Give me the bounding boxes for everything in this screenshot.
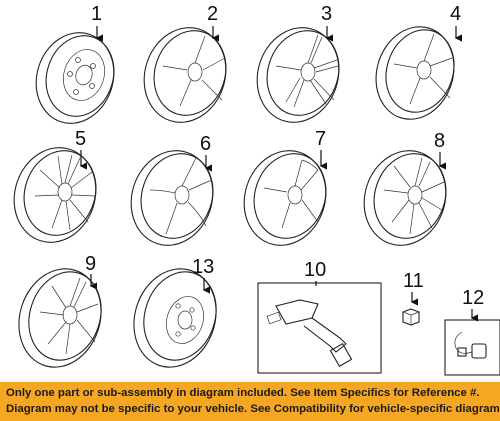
callout-8: 8: [434, 130, 445, 152]
callout-13: 13: [192, 256, 214, 278]
wheel-1[interactable]: [25, 23, 126, 134]
disclaimer-line-1: Only one part or sub-assembly in diagram…: [6, 387, 480, 399]
callout-10: 10: [304, 259, 326, 281]
tpms-sensor-box[interactable]: [257, 282, 382, 374]
wheel-4[interactable]: [364, 17, 465, 130]
wheel-6[interactable]: [119, 140, 225, 256]
callout-6: 6: [200, 133, 211, 155]
disclaimer-line-2: Diagram may not be specific to your vehi…: [6, 403, 500, 415]
wheel-7[interactable]: [232, 140, 338, 256]
lug-nut[interactable]: [402, 308, 420, 326]
callout-11: 11: [403, 270, 424, 292]
wheel-3[interactable]: [245, 17, 351, 133]
wheel-9[interactable]: [7, 258, 114, 378]
callout-3: 3: [321, 3, 332, 25]
callout-4: 4: [450, 3, 461, 25]
callout-1: 1: [91, 3, 102, 25]
callout-2: 2: [207, 3, 218, 25]
callout-5: 5: [75, 128, 86, 150]
wheel-5[interactable]: [2, 137, 108, 253]
disclaimer-banner: Only one part or sub-assembly in diagram…: [0, 382, 500, 421]
leader-arrows: [79, 26, 478, 322]
callout-12: 12: [462, 287, 484, 309]
wheel-2[interactable]: [132, 17, 238, 133]
callout-9: 9: [85, 253, 96, 275]
wheel-lock-kit-box[interactable]: [444, 319, 500, 376]
parts-diagram: 1 2 3 4 5 6 7 8 9 13 10 11 12: [2, 3, 500, 378]
callout-7: 7: [315, 128, 326, 150]
wheel-8[interactable]: [352, 140, 458, 256]
wheel-13[interactable]: [122, 258, 229, 378]
